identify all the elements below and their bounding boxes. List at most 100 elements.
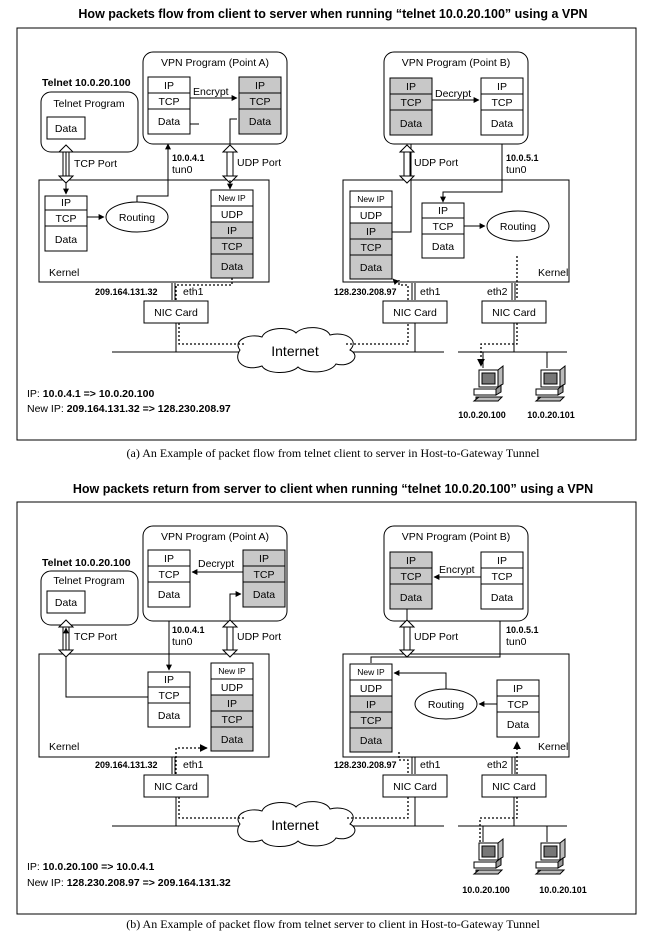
panel-b-server-to-client: How packets return from server to client…: [16, 482, 637, 931]
tcp-label: TCP: [56, 213, 77, 225]
udp-label: UDP: [360, 683, 382, 695]
ip-line: IP: 10.0.4.1 => 10.0.20.100: [27, 388, 154, 400]
kernel-to-vpn-line: [392, 144, 412, 233]
new-ip-label: New IP: [218, 193, 246, 203]
telnet-program-label: Telnet Program: [53, 575, 124, 587]
new-ip-line-value: 209.164.131.32 => 128.230.208.97: [67, 403, 231, 415]
kernel-label: Kernel: [49, 741, 79, 753]
tcp-port-label: TCP Port: [74, 631, 117, 643]
ip-label: IP: [255, 80, 265, 92]
tcp-label: TCP: [222, 241, 243, 253]
data-label: Data: [249, 116, 271, 128]
vpn-program-b-label: VPN Program (Point B): [402, 57, 511, 69]
kernel-label: Kernel: [538, 267, 568, 279]
data-label: Data: [253, 589, 275, 601]
packet-path-dashed: [479, 797, 518, 842]
decrypt-label: Decrypt: [198, 558, 234, 570]
new-ip-label: New IP: [357, 194, 385, 204]
telnet-data-cell: [46, 116, 86, 140]
ip-label: IP: [227, 225, 237, 237]
nic-card-label: NIC Card: [492, 781, 536, 793]
telnet-command: Telnet 10.0.20.100: [42, 557, 131, 569]
tun0-label: tun0: [506, 164, 527, 176]
data-label: Data: [400, 592, 422, 604]
tcp-label: TCP: [401, 97, 422, 109]
eth1-label: eth1: [420, 759, 441, 771]
ip-label: IP: [406, 555, 416, 567]
ip-address-label: 128.230.208.97: [334, 287, 397, 297]
arrival-arrow: [392, 278, 399, 285]
vpn-program-a-label: VPN Program (Point A): [161, 57, 269, 69]
ip-line-label: IP:: [27, 861, 40, 873]
packet-encrypted: IP TCP Data: [242, 549, 286, 608]
udp-port-label: UDP Port: [237, 631, 281, 643]
data-label: Data: [158, 116, 180, 128]
internet-label: Internet: [271, 343, 319, 359]
ip-label: IP: [497, 555, 507, 567]
telnet-data-cell: [46, 590, 86, 614]
tun-ip-label: 10.0.4.1: [172, 153, 205, 163]
tun0-label: tun0: [506, 636, 527, 648]
packet-encrypted: IP TCP Data: [238, 76, 282, 135]
ip-label: IP: [61, 197, 71, 209]
data-label: Data: [432, 241, 454, 253]
new-ip-label: New IP: [357, 667, 385, 677]
udp-label: UDP: [221, 682, 243, 694]
routing-ellipse: [486, 210, 550, 242]
kernel-label: Kernel: [538, 741, 568, 753]
udp-port-connector: [221, 144, 239, 184]
panel-a-client-to-server: How packets flow from client to server w…: [16, 7, 637, 460]
nic-card-label: NIC Card: [492, 307, 536, 319]
new-ip-line: New IP: 128.230.208.97 => 209.164.131.32: [27, 877, 231, 889]
nic-card-label: NIC Card: [154, 781, 198, 793]
tun0-label: tun0: [172, 164, 193, 176]
data-label: Data: [158, 710, 180, 722]
udp-to-vpn-arrow: [229, 591, 242, 621]
caption: (a) An Example of packet flow from telne…: [127, 446, 541, 460]
ip-line: IP: 10.0.20.100 => 10.0.4.1: [27, 861, 154, 873]
packet-path-dashed: [175, 744, 208, 774]
packet-encapsulated: New IP UDP IP TCP Data: [210, 662, 254, 752]
data-label: Data: [221, 261, 243, 273]
tcp-label: TCP: [361, 715, 382, 727]
tcp-label: TCP: [401, 571, 422, 583]
internet-cloud: [237, 801, 356, 847]
routing-to-packet-arrow: [393, 670, 447, 689]
udp-label: UDP: [221, 209, 243, 221]
new-ip-label: New IP: [218, 666, 246, 676]
tcp-label: TCP: [250, 96, 271, 108]
kernel-to-tun-line: [370, 621, 501, 663]
ip-label: IP: [497, 81, 507, 93]
nic-card-label: NIC Card: [393, 781, 437, 793]
tcp-label: TCP: [222, 714, 243, 726]
tcp-port-connector: [57, 619, 75, 658]
udp-port-connector: [398, 619, 416, 658]
panel-title: How packets return from server to client…: [73, 482, 593, 496]
ip-label: IP: [164, 674, 174, 686]
packet-encapsulated: New IP UDP IP TCP Data: [210, 189, 254, 279]
ip-label: IP: [164, 553, 174, 565]
tcp-label: TCP: [159, 690, 180, 702]
packet-plain: IP TCP Data: [480, 77, 524, 136]
tun-ip-label: 10.0.5.1: [506, 625, 539, 635]
tcp-label: TCP: [433, 221, 454, 233]
tcp-label: TCP: [361, 242, 382, 254]
eth2-label: eth2: [487, 286, 508, 298]
data-label: Data: [55, 123, 77, 135]
tcp-port-connector: [57, 144, 75, 184]
data-label: Data: [400, 118, 422, 130]
packet-path-dashed: [477, 323, 518, 367]
packet-path-dashed: [398, 752, 409, 774]
ip-address-label: 209.164.131.32: [95, 760, 158, 770]
data-label: Data: [55, 234, 77, 246]
host-label: 10.0.20.100: [462, 885, 510, 895]
packet-plain: IP TCP Data: [480, 551, 524, 610]
udp-label: UDP: [360, 210, 382, 222]
internet-label: Internet: [271, 817, 319, 833]
routing-to-tun-arrow: [136, 143, 171, 202]
data-label: Data: [360, 262, 382, 274]
packet-encrypted: IP TCP Data: [389, 77, 433, 136]
new-ip-line: New IP: 209.164.131.32 => 128.230.208.97: [27, 403, 231, 415]
telnet-program-label: Telnet Program: [53, 98, 124, 110]
packet-plain: IP TCP Data: [421, 202, 465, 259]
